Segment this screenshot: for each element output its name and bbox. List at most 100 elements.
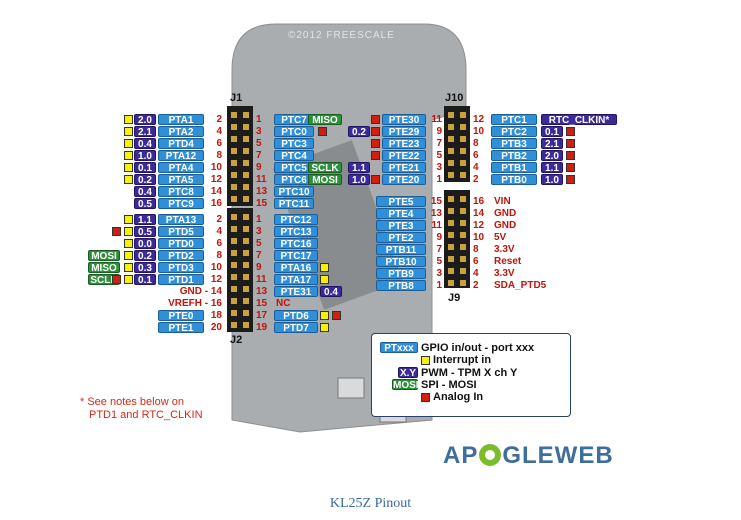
pin-number: 3 — [256, 226, 272, 237]
header-pin — [231, 298, 237, 304]
tpm-channel-label: 0.1 — [541, 126, 563, 137]
pin-number: 11 — [426, 114, 442, 125]
analog-indicator — [566, 163, 575, 172]
tpm-channel-label: 2.1 — [541, 138, 563, 149]
tpm-channel-label: 2.1 — [134, 126, 156, 137]
header-pin — [243, 148, 249, 154]
port-label-ptb0: PTB0 — [491, 174, 537, 185]
legend-analog-swatch — [421, 393, 430, 402]
tpm-channel-label: 0.4 — [320, 286, 342, 297]
header-pin — [243, 298, 249, 304]
tpm-channel-label: 0.1 — [134, 162, 156, 173]
usb-connector — [338, 378, 364, 398]
power-pin-label: 3.3V — [494, 268, 515, 279]
port-label-ptb9: PTB9 — [376, 268, 426, 279]
port-label-pte21: PTE21 — [382, 162, 426, 173]
pin-number: 4 — [473, 268, 489, 279]
pin-number: 7 — [426, 244, 442, 255]
pin-number: 6 — [473, 256, 489, 267]
port-label-ptd7: PTD7 — [274, 322, 318, 333]
j10-label: J10 — [445, 92, 463, 104]
header-pin — [231, 172, 237, 178]
interrupt-indicator — [124, 151, 133, 160]
nc-label: NC — [276, 298, 290, 309]
pin-number: 6 — [206, 238, 222, 249]
port-label-pte30: PTE30 — [382, 114, 426, 125]
header-pin — [460, 124, 466, 130]
pin-number: 9 — [426, 232, 442, 243]
legend: PTxxx GPIO in/out - port xxx Interrupt i… — [371, 333, 571, 417]
pin-number: 2 — [473, 280, 489, 291]
header-pin — [243, 124, 249, 130]
pin-number: 3 — [426, 162, 442, 173]
header-pin — [231, 262, 237, 268]
header-pin — [243, 112, 249, 118]
tpm-channel-label: 0.3 — [134, 262, 156, 273]
pin-number: 9 — [256, 162, 272, 173]
footnote: * See notes below on PTD1 and RTC_CLKIN — [80, 396, 203, 422]
tpm-channel-label: 1.0 — [541, 174, 563, 185]
pin-number: 7 — [426, 138, 442, 149]
port-label-ptc2: PTC2 — [491, 126, 537, 137]
header-pin — [460, 160, 466, 166]
interrupt-indicator — [320, 323, 329, 332]
header-pin — [460, 268, 466, 274]
tpm-channel-label: 0.5 — [134, 198, 156, 209]
brand-mark: ©2012 FREESCALE — [288, 30, 395, 41]
pin-number: 13 — [426, 208, 442, 219]
tpm-channel-label: 0.2 — [348, 126, 370, 137]
port-label-ptb11: PTB11 — [376, 244, 426, 255]
tpm-channel-label: 0.2 — [134, 250, 156, 261]
spi-label: MOSI — [308, 174, 342, 185]
header-pin — [231, 136, 237, 142]
power-pin-label: VIN — [494, 196, 511, 207]
port-label-pte3: PTE3 — [376, 220, 426, 231]
pin-number: 13 — [256, 186, 272, 197]
power-pin-label: SDA_PTD5 — [494, 280, 546, 291]
tpm-channel-label: 2.0 — [541, 150, 563, 161]
tpm-channel-label: 2.0 — [134, 114, 156, 125]
header-pin — [243, 214, 249, 220]
port-label-ptc13: PTC13 — [274, 226, 318, 237]
header-pin — [448, 136, 454, 142]
power-pin-label: GND — [494, 220, 516, 231]
tpm-channel-label: 0.4 — [134, 138, 156, 149]
header-pin — [231, 250, 237, 256]
j2-header — [227, 208, 253, 332]
header-pin — [460, 196, 466, 202]
header-pin — [448, 208, 454, 214]
header-pin — [243, 274, 249, 280]
legend-gpio-tag: PTxxx — [380, 342, 418, 353]
header-pin — [448, 172, 454, 178]
header-pin — [231, 286, 237, 292]
apogeeweb-logo: APGLEWEB — [443, 442, 614, 470]
pin-number: 19 — [256, 322, 272, 333]
interrupt-indicator — [124, 275, 133, 284]
pin-number: 14 — [473, 208, 489, 219]
pin-number: 10 — [473, 126, 489, 137]
pin-number: 8 — [206, 250, 222, 261]
pin-number: 5 — [426, 256, 442, 267]
pin-number: 5 — [256, 138, 272, 149]
header-pin — [460, 136, 466, 142]
port-label-pte29: PTE29 — [382, 126, 426, 137]
header-pin — [243, 262, 249, 268]
header-pin — [448, 196, 454, 202]
header-pin — [460, 244, 466, 250]
port-label-ptc11: PTC11 — [274, 198, 314, 209]
header-pin — [231, 238, 237, 244]
header-pin — [448, 256, 454, 262]
port-label-ptb3: PTB3 — [491, 138, 537, 149]
port-label-ptc8: PTC8 — [158, 186, 204, 197]
pin-number: 15 — [256, 198, 272, 209]
port-label-pte23: PTE23 — [382, 138, 426, 149]
header-pin — [448, 232, 454, 238]
port-label-pta17: PTA17 — [274, 274, 318, 285]
tpm-channel-label: 1.0 — [348, 174, 370, 185]
interrupt-indicator — [320, 311, 329, 320]
port-label-ptb2: PTB2 — [491, 150, 537, 161]
interrupt-indicator — [320, 263, 329, 272]
logo-right-text: GLEWEB — [502, 442, 613, 469]
power-pin-label: 5V — [494, 232, 506, 243]
